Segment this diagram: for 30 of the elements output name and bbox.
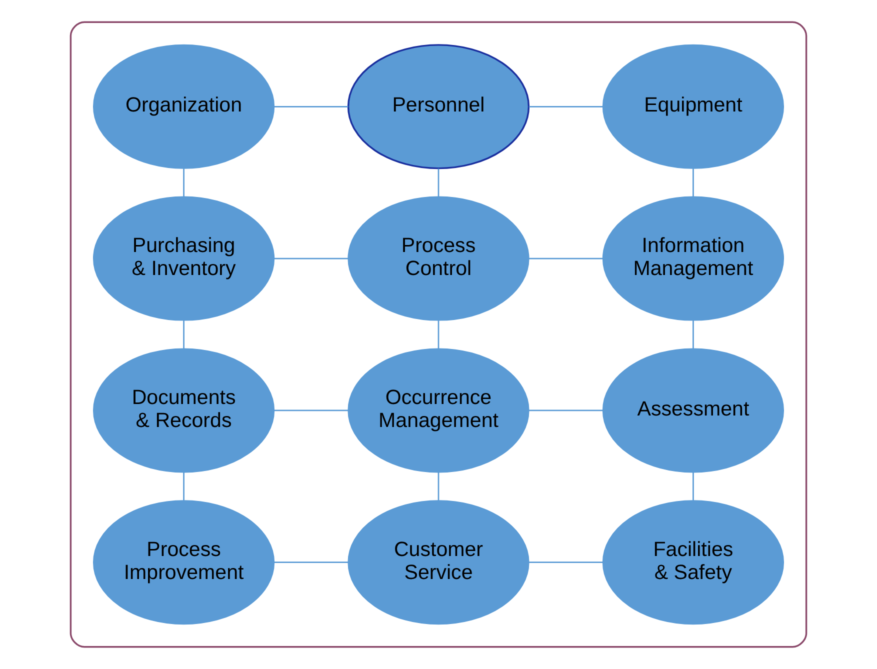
node-ellipse: Information Management xyxy=(602,196,784,321)
connector xyxy=(529,106,603,108)
node-ellipse: Organization xyxy=(92,44,275,169)
connector xyxy=(183,472,184,500)
connector xyxy=(438,472,440,500)
node-ellipse: Equipment xyxy=(602,44,784,169)
connector xyxy=(183,168,184,197)
node-ellipse: Purchasing & Inventory xyxy=(92,196,275,321)
node-ellipse: Facilities & Safety xyxy=(602,500,784,625)
connector xyxy=(274,410,348,412)
cluster xyxy=(70,21,808,648)
connector xyxy=(692,320,694,348)
connector xyxy=(529,410,603,412)
node-ellipse: Customer Service xyxy=(348,500,530,625)
connector xyxy=(438,320,440,348)
connector xyxy=(438,168,440,197)
connector xyxy=(274,562,348,564)
node-ellipse: Occurrence Management xyxy=(348,348,530,473)
connector xyxy=(692,472,694,500)
connector xyxy=(183,320,184,348)
connector xyxy=(274,106,348,108)
node-ellipse: Personnel xyxy=(347,44,530,170)
connector xyxy=(692,168,694,197)
connector xyxy=(529,258,603,260)
connector xyxy=(529,562,603,564)
connector xyxy=(274,258,348,260)
node-ellipse: Process Control xyxy=(348,196,530,321)
node-ellipse: Assessment xyxy=(602,348,784,473)
node-ellipse: Process Improvement xyxy=(92,500,275,625)
node-ellipse: Documents & Records xyxy=(92,348,275,473)
